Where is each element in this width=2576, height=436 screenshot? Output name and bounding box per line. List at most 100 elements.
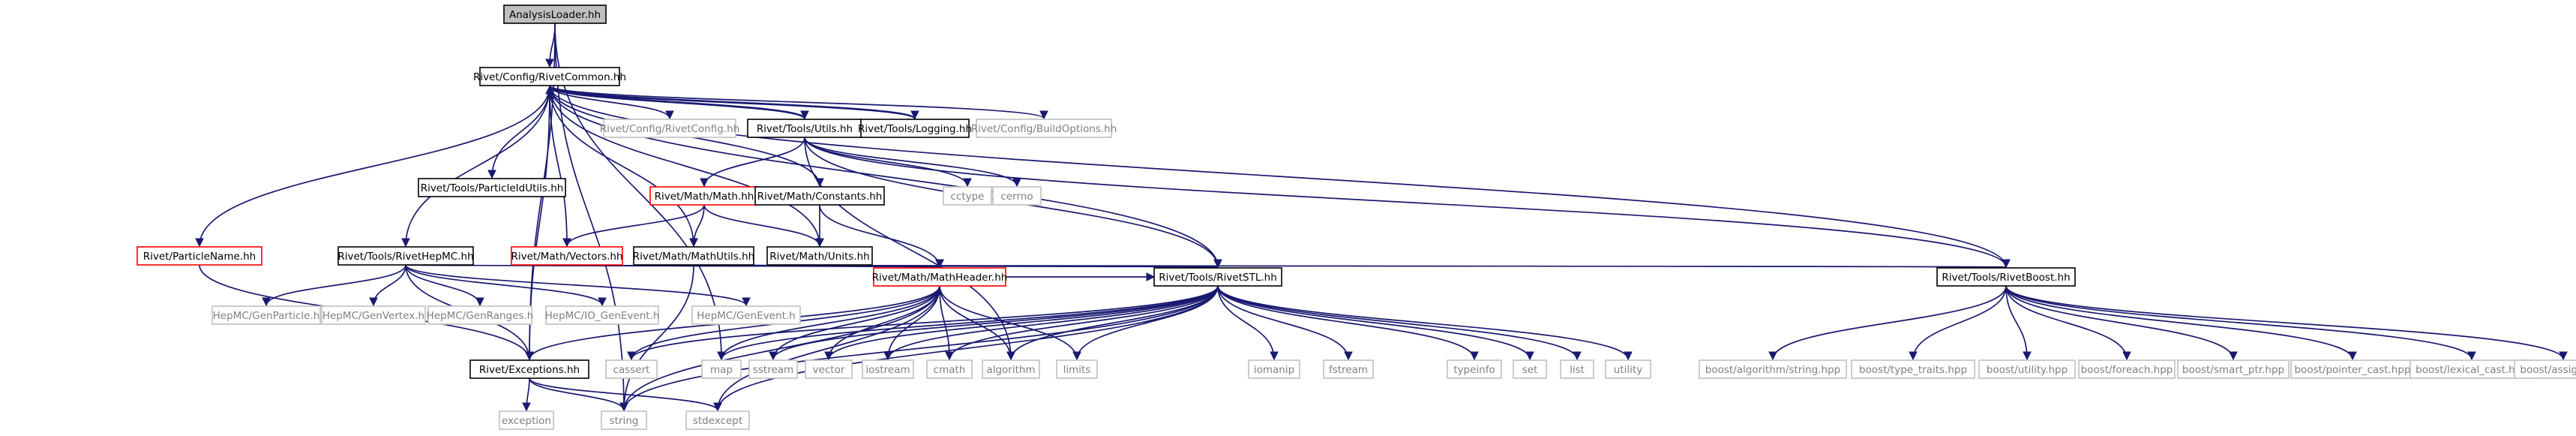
node-b_lexicalcast: boost/lexical_cast.hpp — [2410, 359, 2534, 379]
node-string-box — [601, 410, 647, 430]
node-b_foreach: boost/foreach.hpp — [2078, 359, 2176, 379]
node-map: map — [701, 359, 742, 379]
node-rivethepmc[interactable]: Rivet/Tools/RivetHepMC.hh — [337, 246, 474, 266]
edge-utils-to-algorithm — [804, 137, 1015, 361]
edge-rivethepmc-to-genevent — [405, 264, 751, 307]
node-b_string: boost/algorithm/string.hpp — [1699, 359, 1847, 379]
node-units-label: Rivet/Math/Units.hh — [769, 251, 870, 263]
node-genevent-box — [691, 305, 801, 325]
node-mathutils-label: Rivet/Math/MathUtils.hh — [633, 251, 754, 263]
node-b_foreach-label: boost/foreach.hpp — [2081, 364, 2173, 376]
edge-rivetboost-to-b_pointercast — [2005, 285, 2357, 361]
edge-mathheader-to-limits — [939, 285, 1081, 361]
node-exception: exception — [499, 410, 554, 430]
node-buildoptions-label: Rivet/Config/BuildOptions.hh — [971, 123, 1117, 135]
edge-rivetcommon-to-mathutils — [549, 85, 698, 248]
node-b_string-label: boost/algorithm/string.hpp — [1705, 364, 1840, 376]
node-set-box — [1513, 359, 1547, 379]
node-b_typetraits-box — [1851, 359, 1975, 379]
node-exceptions-label: Rivet/Exceptions.hh — [479, 364, 580, 376]
node-cmath-box — [926, 359, 973, 379]
node-cctype-box — [943, 186, 992, 206]
node-exception-box — [499, 410, 554, 430]
node-iostream: iostream — [862, 359, 914, 379]
node-sstream-label: sstream — [753, 364, 793, 376]
edge-rivetstl-to-stdexcept — [713, 285, 1219, 412]
node-genparticle-label: HepMC/GenParticle.h — [213, 310, 320, 322]
edge-rivetcommon-to-rivetconfig — [549, 85, 674, 120]
node-units[interactable]: Rivet/Math/Units.hh — [766, 246, 873, 266]
edge-rivethepmc-to-genvertex — [369, 264, 406, 307]
node-mathheader[interactable]: Rivet/Math/MathHeader.hh — [872, 267, 1008, 287]
node-vectors-box — [511, 246, 623, 266]
node-limits-label: limits — [1063, 364, 1091, 376]
node-constants[interactable]: Rivet/Math/Constants.hh — [754, 186, 885, 206]
node-genvertex-label: HepMC/GenVertex.h — [322, 310, 424, 322]
node-iogenevent-label: HepMC/IO_GenEvent.h — [545, 310, 660, 322]
node-genevent-label: HepMC/GenEvent.h — [697, 310, 796, 322]
node-cctype-label: cctype — [950, 191, 984, 203]
node-mathmath[interactable]: Rivet/Math/Math.hh — [649, 186, 759, 206]
node-particleidutils-box — [418, 178, 566, 197]
edge-rivethepmc-to-genparticle — [262, 264, 406, 307]
node-utility: utility — [1605, 359, 1651, 379]
node-genparticle-box — [211, 305, 321, 325]
edge-rivetstl-to-iostream — [883, 285, 1219, 361]
node-mathutils[interactable]: Rivet/Math/MathUtils.hh — [633, 246, 754, 266]
edge-rivetstl-to-algorithm — [1006, 285, 1219, 361]
node-constants-box — [754, 186, 885, 206]
node-rivetboost[interactable]: Rivet/Tools/RivetBoost.hh — [1936, 267, 2076, 287]
edge-mathmath-to-units — [703, 204, 824, 248]
node-set-label: set — [1522, 364, 1538, 376]
node-stdexcept-box — [685, 410, 750, 430]
node-vector: vector — [805, 359, 853, 379]
node-particleidutils[interactable]: Rivet/Tools/ParticleIdUtils.hh — [418, 178, 566, 197]
node-rivetcommon[interactable]: Rivet/Config/RivetCommon.hh — [473, 67, 626, 86]
node-typeinfo: typeinfo — [1447, 359, 1502, 379]
node-b_smartptr-label: boost/smart_ptr.hpp — [2182, 364, 2284, 376]
edge-rivetstl-to-sstream — [769, 285, 1219, 361]
node-b_typetraits-label: boost/type_traits.hpp — [1859, 364, 1967, 376]
edge-mathheader-to-sstream — [769, 285, 940, 361]
node-vectors[interactable]: Rivet/Math/Vectors.hh — [511, 246, 623, 266]
node-genranges: HepMC/GenRanges.h — [427, 305, 534, 325]
node-cassert: cassert — [605, 359, 658, 379]
edge-rivetboost-to-b_utility — [2005, 285, 2032, 361]
node-root[interactable]: AnalysisLoader.hh — [503, 5, 607, 24]
node-rivetconfig-label: Rivet/Config/RivetConfig.hh — [600, 123, 740, 135]
node-b_lexicalcast-box — [2410, 359, 2534, 379]
node-rivethepmc-box — [337, 246, 474, 266]
node-rivetstl[interactable]: Rivet/Tools/RivetSTL.hh — [1153, 267, 1282, 287]
node-particlename[interactable]: Rivet/ParticleName.hh — [136, 246, 262, 266]
edge-exceptions-to-stdexcept — [529, 377, 722, 412]
node-exception-label: exception — [502, 415, 551, 427]
node-rivethepmc-label: Rivet/Tools/RivetHepMC.hh — [337, 251, 473, 263]
node-rivetcommon-box — [479, 67, 620, 86]
edge-exceptions-to-exception — [522, 377, 531, 412]
node-vector-box — [805, 359, 853, 379]
edge-rivetboost-to-b_string — [1768, 285, 2007, 361]
node-logging[interactable]: Rivet/Tools/Logging.hh — [858, 119, 972, 138]
node-b_utility: boost/utility.hpp — [1978, 359, 2076, 379]
node-exceptions-box — [469, 359, 589, 379]
node-utils[interactable]: Rivet/Tools/Utils.hh — [747, 119, 862, 138]
edge-logging-to-rivetcommon — [545, 85, 916, 120]
edge-rivetstl-to-list — [1217, 285, 1582, 361]
node-genranges-label: HepMC/GenRanges.h — [427, 310, 534, 322]
edge-rivetboost-to-b_assign — [2005, 285, 2568, 361]
node-vector-label: vector — [813, 364, 845, 376]
node-exceptions[interactable]: Rivet/Exceptions.hh — [469, 359, 589, 379]
node-list-box — [1560, 359, 1594, 379]
node-b_assign: boost/assign.hpp — [2514, 359, 2576, 379]
node-cctype: cctype — [943, 186, 992, 206]
node-b_pointercast-box — [2290, 359, 2415, 379]
node-particlename-box — [136, 246, 262, 266]
node-b_utility-box — [1978, 359, 2076, 379]
edge-rivetboost-to-b_smartptr — [2005, 285, 2238, 361]
edge-rivethepmc-to-iogenevent — [405, 264, 607, 307]
edge-rivetstl-to-fstream — [1217, 285, 1353, 361]
node-logging-label: Rivet/Tools/Logging.hh — [858, 123, 972, 135]
node-algorithm: algorithm — [982, 359, 1040, 379]
node-iomanip: iomanip — [1248, 359, 1300, 379]
edge-mathmath-to-mathutils — [689, 204, 705, 248]
